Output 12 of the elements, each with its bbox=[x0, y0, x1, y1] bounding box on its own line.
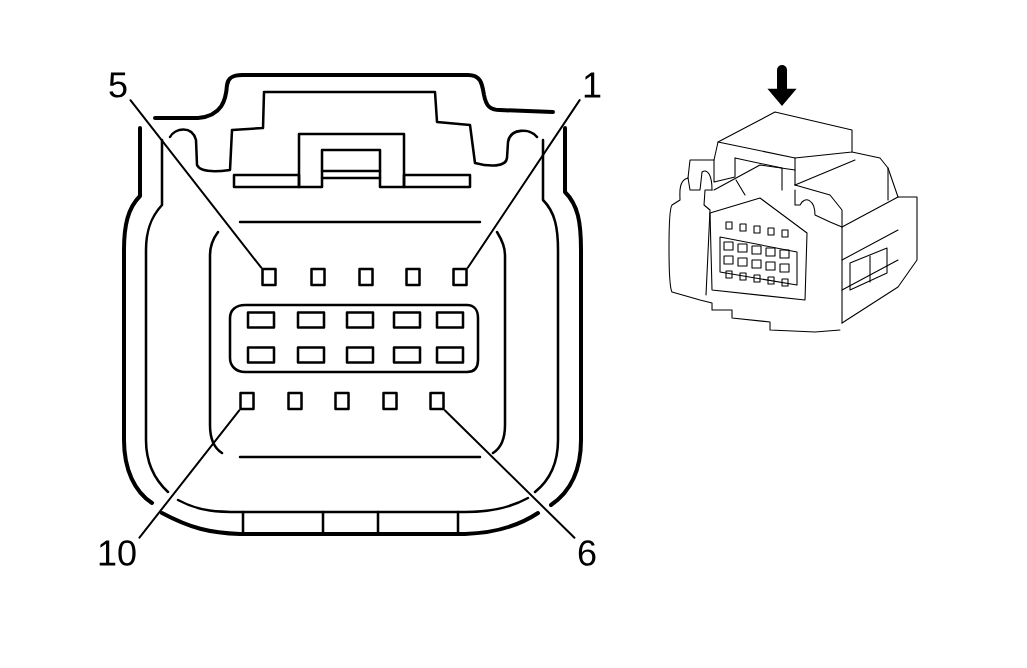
pin-cavity bbox=[452, 267, 468, 287]
pin-cavity bbox=[239, 391, 255, 411]
pin-cavity bbox=[429, 391, 445, 411]
pin-number: 10 bbox=[99, 540, 136, 566]
pin-number: 1 bbox=[584, 72, 601, 98]
pin-number: 6 bbox=[578, 540, 596, 566]
leader-line bbox=[138, 409, 241, 539]
leader-line bbox=[129, 99, 263, 269]
leader-line bbox=[443, 409, 576, 539]
pin-cavity bbox=[261, 267, 277, 287]
leader-line bbox=[466, 99, 581, 269]
pin-number: 5 bbox=[109, 72, 127, 98]
